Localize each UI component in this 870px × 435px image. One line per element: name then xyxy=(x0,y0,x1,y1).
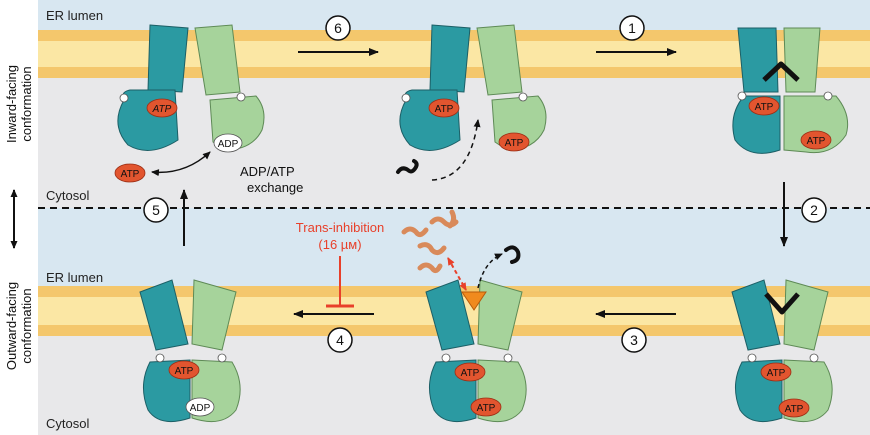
step-4-number: 4 xyxy=(336,332,344,348)
atp-label: ATP xyxy=(767,368,786,379)
bottom-lumen-label: ER lumen xyxy=(46,270,103,285)
step-5-number: 5 xyxy=(152,202,160,218)
exchange-arrow xyxy=(151,151,211,177)
atp-molecule xyxy=(470,397,502,417)
atp-molecule xyxy=(146,98,178,118)
trans-inhibition-label: Trans-inhibition xyxy=(296,220,384,235)
step-2-number: 2 xyxy=(810,202,818,218)
adp-molecule xyxy=(213,133,243,153)
bound-peptide xyxy=(762,61,800,82)
transporter-top-left: ATP ADP xyxy=(117,24,265,153)
atp-label: ATP xyxy=(785,404,804,415)
peptide-binding-pocket xyxy=(461,291,487,311)
transporter-top-middle: ATP ATP xyxy=(399,24,547,152)
inhibition-binding-arrow xyxy=(447,257,467,291)
step-3-badge: 3 xyxy=(621,327,647,353)
free-atp-label: ATP xyxy=(121,169,140,180)
free-atp-molecule xyxy=(114,163,146,183)
atp-label: ATP xyxy=(755,102,774,113)
atp-molecule xyxy=(168,360,200,380)
atp-label: ATP xyxy=(461,368,480,379)
atp-molecule xyxy=(760,362,792,382)
atp-molecule xyxy=(454,362,486,382)
step-6-number: 6 xyxy=(334,20,342,36)
step-6-badge: 6 xyxy=(325,15,351,41)
bottom-cytosol-label: Cytosol xyxy=(46,416,89,431)
top-lumen-label: ER lumen xyxy=(46,8,103,23)
atp-molecule xyxy=(778,398,810,418)
atp-label: ATP xyxy=(152,104,172,115)
adp-label: ADP xyxy=(218,139,239,150)
substrate-peptide xyxy=(396,159,419,174)
step-1-badge: 1 xyxy=(619,15,645,41)
atp-label: ATP xyxy=(477,403,496,414)
adp-molecule xyxy=(185,397,215,417)
adp-label: ADP xyxy=(190,403,211,414)
atp-label: ATP xyxy=(175,366,194,377)
inhibitory-peptides xyxy=(401,209,459,274)
transporter-bottom-right: ATP ATP xyxy=(731,279,833,423)
atp-molecule xyxy=(498,132,530,152)
inhibitor-concentration-label: (16 µм) xyxy=(318,237,361,252)
released-peptide xyxy=(504,245,521,264)
atp-molecule xyxy=(800,130,832,150)
step-5-badge: 5 xyxy=(143,197,169,223)
bound-peptide xyxy=(764,292,800,315)
transporter-top-right: ATP ATP xyxy=(732,27,849,154)
transporter-bottom-middle: ATP ATP xyxy=(425,279,527,423)
step-3-number: 3 xyxy=(630,332,638,348)
atp-label: ATP xyxy=(505,138,524,149)
atp-molecule xyxy=(748,96,780,116)
substrate-release-arrow xyxy=(477,253,503,289)
outward-facing-label: Outward-facingconformation xyxy=(4,282,34,370)
inward-facing-label: Inward-facingconformation xyxy=(4,65,34,143)
transporter-bottom-left: ATP ADP xyxy=(139,279,241,423)
step-2-badge: 2 xyxy=(801,197,827,223)
atp-label: ATP xyxy=(807,136,826,147)
atp-molecule xyxy=(428,98,460,118)
atp-label: ATP xyxy=(435,104,454,115)
step-4-badge: 4 xyxy=(327,327,353,353)
step-1-number: 1 xyxy=(628,20,636,36)
top-cytosol-label: Cytosol xyxy=(46,188,89,203)
top-lumen-region xyxy=(38,0,870,30)
